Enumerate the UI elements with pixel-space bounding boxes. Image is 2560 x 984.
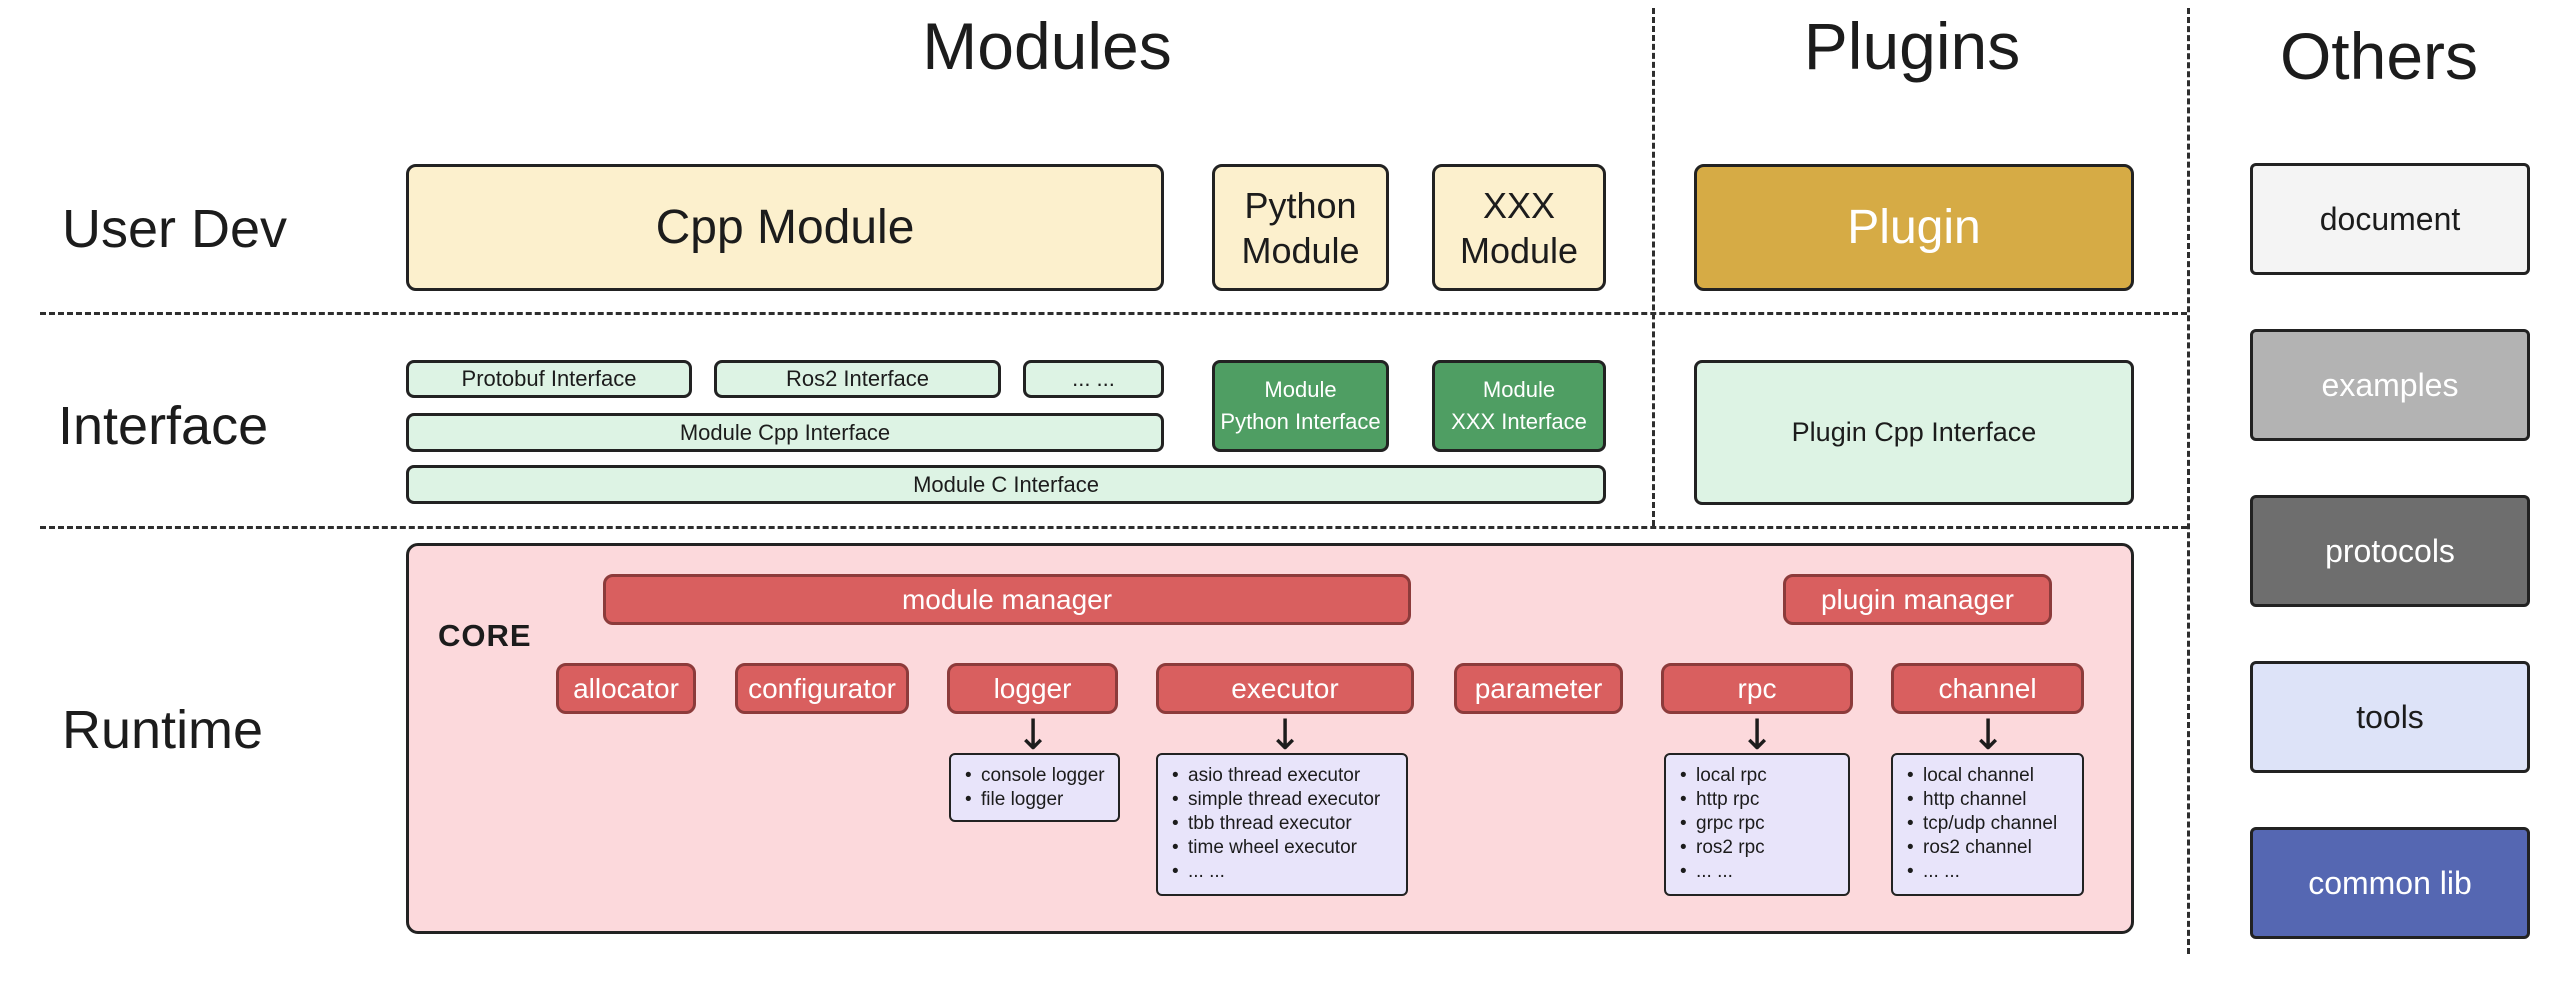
plugin-box: Plugin — [1694, 164, 2134, 291]
others-box-document: document — [2250, 163, 2530, 275]
list-item: ... ... — [1903, 860, 2072, 884]
module-python-interface-box: Module Python Interface — [1212, 360, 1389, 452]
list-item: ros2 rpc — [1676, 836, 1838, 860]
list-item: ... ... — [1168, 860, 1396, 884]
parameter-box: parameter — [1454, 663, 1623, 714]
list-item: time wheel executor — [1168, 836, 1396, 860]
row-label-runtime: Runtime — [62, 700, 264, 760]
ros2-interface-box: Ros2 Interface — [714, 360, 1001, 398]
row-label-interface: Interface — [58, 396, 269, 456]
list-item: ... ... — [1676, 860, 1838, 884]
others-box-examples: examples — [2250, 329, 2530, 441]
column-header-modules: Modules — [922, 9, 1172, 83]
rpc-box: rpc — [1661, 663, 1853, 714]
others-box-tools: tools — [2250, 661, 2530, 773]
module-c-interface-box: Module C Interface — [406, 465, 1606, 504]
logger-list: console logger file logger — [949, 753, 1120, 822]
list-item: http rpc — [1676, 788, 1838, 812]
down-arrow-icon: ↓ — [1970, 710, 2006, 759]
down-arrow-icon: ↓ — [1739, 710, 1775, 759]
row-label-user-dev: User Dev — [62, 199, 288, 259]
interface-ellipsis-box: ... ... — [1023, 360, 1164, 398]
list-item: simple thread executor — [1168, 788, 1396, 812]
list-item: console logger — [961, 764, 1108, 788]
plugin-manager-box: plugin manager — [1783, 574, 2052, 625]
protobuf-interface-box: Protobuf Interface — [406, 360, 692, 398]
column-divider-plugins-others — [2187, 8, 2190, 954]
cpp-module-box: Cpp Module — [406, 164, 1164, 291]
module-xxx-interface-box: Module XXX Interface — [1432, 360, 1606, 452]
logger-box: logger — [947, 663, 1118, 714]
xxx-module-box: XXX Module — [1432, 164, 1606, 291]
configurator-box: configurator — [735, 663, 909, 714]
list-item: file logger — [961, 788, 1108, 812]
module-cpp-interface-box: Module Cpp Interface — [406, 413, 1164, 452]
list-item: local rpc — [1676, 764, 1838, 788]
executor-box: executor — [1156, 663, 1414, 714]
list-item: tcp/udp channel — [1903, 812, 2072, 836]
down-arrow-icon: ↓ — [1015, 710, 1051, 759]
list-item: ros2 channel — [1903, 836, 2072, 860]
module-manager-box: module manager — [603, 574, 1411, 625]
list-item: local channel — [1903, 764, 2072, 788]
list-item: asio thread executor — [1168, 764, 1396, 788]
column-divider-modules-plugins — [1652, 8, 1655, 526]
row-divider-userdev-interface — [40, 312, 2187, 315]
core-label: CORE — [438, 618, 532, 653]
column-header-plugins: Plugins — [1803, 9, 2021, 83]
python-module-box: Python Module — [1212, 164, 1389, 291]
others-box-common-lib: common lib — [2250, 827, 2530, 939]
row-divider-interface-runtime — [40, 526, 2187, 529]
plugin-cpp-interface-box: Plugin Cpp Interface — [1694, 360, 2134, 505]
others-box-protocols: protocols — [2250, 495, 2530, 607]
channel-list: local channel http channel tcp/udp chann… — [1891, 753, 2084, 896]
down-arrow-icon: ↓ — [1267, 710, 1303, 759]
list-item: tbb thread executor — [1168, 812, 1396, 836]
column-header-others: Others — [2279, 19, 2479, 93]
channel-box: channel — [1891, 663, 2084, 714]
list-item: grpc rpc — [1676, 812, 1838, 836]
allocator-box: allocator — [556, 663, 696, 714]
executor-list: asio thread executor simple thread execu… — [1156, 753, 1408, 896]
rpc-list: local rpc http rpc grpc rpc ros2 rpc ...… — [1664, 753, 1850, 896]
list-item: http channel — [1903, 788, 2072, 812]
